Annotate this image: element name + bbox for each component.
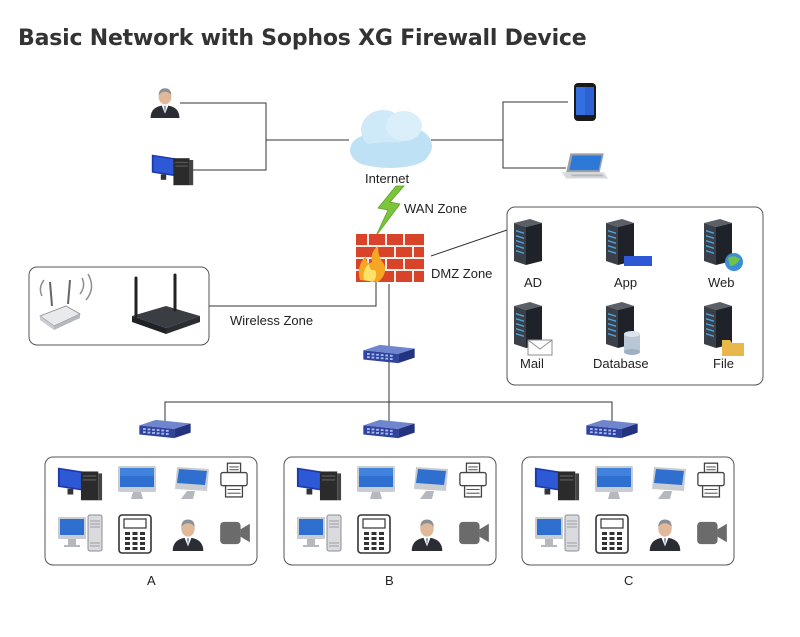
wan-zone-label: WAN Zone: [404, 201, 467, 216]
app-badge-icon: [624, 256, 652, 266]
group-a: [44, 456, 258, 566]
router-icon: [132, 273, 200, 334]
wireless-zone-label: Wireless Zone: [230, 313, 313, 328]
desktop-icon: [151, 154, 194, 186]
server-label-web: Web: [708, 275, 735, 290]
wireless-zone-box: [28, 266, 210, 346]
cloud-icon: [350, 110, 432, 168]
mac-pro-icon: [57, 514, 103, 552]
mail-envelope-icon: [527, 339, 553, 356]
group-b-label: B: [385, 573, 394, 588]
wifi-access-point-icon: [39, 273, 93, 330]
switch-icon: [363, 344, 415, 364]
connection-lines: [164, 101, 613, 424]
group-c: [521, 456, 735, 566]
switch-icon: [363, 419, 415, 439]
server-icon: [514, 219, 542, 265]
server-label-app: App: [614, 275, 637, 290]
diagram-title: Basic Network with Sophos XG Firewall De…: [18, 26, 587, 51]
mac-pro-icon: [296, 514, 342, 552]
laptop-icon: [562, 153, 608, 179]
server-label-database: Database: [593, 356, 649, 371]
switch-icon: [586, 419, 638, 439]
firewall-icon: [356, 234, 424, 282]
switch-icon: [139, 419, 191, 439]
person-icon: [150, 88, 180, 118]
lightning-icon: [375, 185, 405, 237]
ip-phone-icon: [357, 514, 391, 554]
group-a-label: A: [147, 573, 156, 588]
smartphone-icon: [574, 83, 596, 121]
dmz-zone-label: DMZ Zone: [431, 266, 492, 281]
group-c-label: C: [624, 573, 633, 588]
internet-label: Internet: [365, 171, 409, 186]
group-b: [283, 456, 497, 566]
folder-icon: [722, 340, 744, 356]
ip-phone-icon: [118, 514, 152, 554]
ip-phone-icon: [595, 514, 629, 554]
server-label-mail: Mail: [520, 356, 544, 371]
server-label-ad: AD: [524, 275, 542, 290]
database-icon: [624, 331, 640, 355]
mac-pro-icon: [534, 514, 580, 552]
dmz-zone-box: [506, 206, 764, 386]
server-label-file: File: [713, 356, 734, 371]
